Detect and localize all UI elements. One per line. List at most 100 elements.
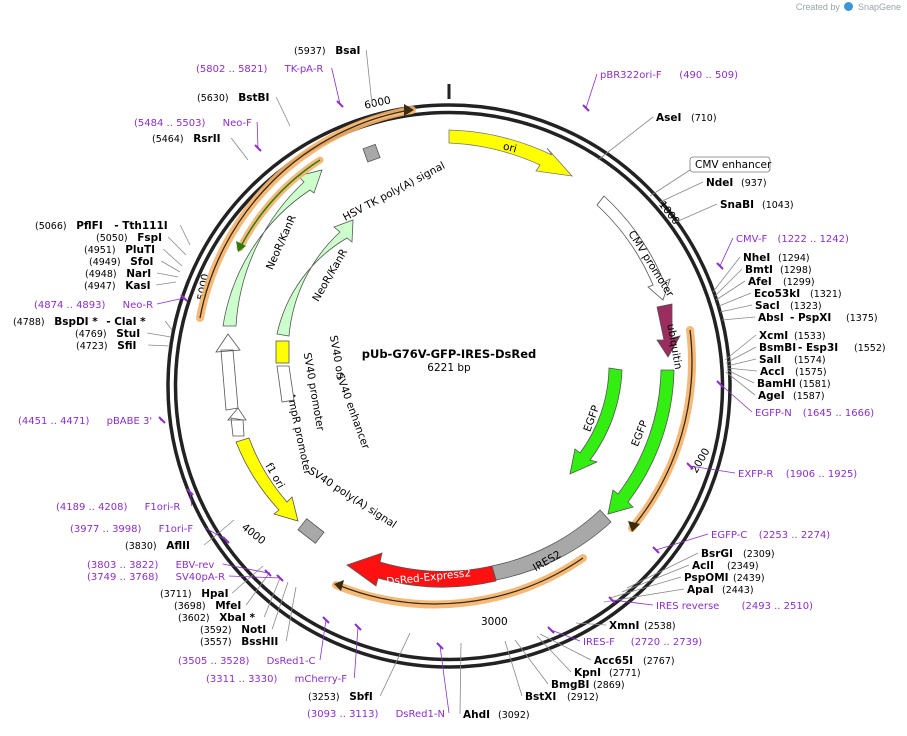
enzyme-site-eco53ki: Eco53kI(1321) [718, 288, 842, 307]
enzyme-name: AgeI [758, 390, 785, 402]
enzyme-name: NotI [241, 624, 266, 636]
primer-name: EGFP-C [711, 530, 747, 541]
feature-ubiquitin [656, 303, 681, 358]
primer-position: (3093 .. 3113) [307, 709, 379, 720]
enzyme-site-nari: (4948) NarI [85, 268, 179, 280]
enzyme-name: SfiI [117, 340, 136, 352]
enzyme-position: (5630) [197, 93, 229, 104]
enzyme-name: XmnI [609, 620, 639, 632]
highlight-right-line [631, 329, 693, 529]
enzyme-position: (1299) [783, 277, 815, 288]
highlight-arrow-top [404, 104, 414, 116]
primer-position: (5484 .. 5503) [134, 118, 206, 129]
enzyme-name: PluTI [125, 244, 155, 256]
enzyme-leader-line [275, 96, 291, 127]
highlight-top-left-line [199, 109, 411, 319]
primer-position: (5802 .. 5821) [196, 64, 268, 75]
enzyme-name: BmtI [745, 264, 773, 276]
enzyme-name-extra: - Tth111I [114, 220, 168, 232]
primer-neo-f: (5484 .. 5503)Neo-F [134, 118, 262, 152]
primer-mark [322, 616, 330, 624]
enzyme-site-xmni: XmnI(2538) [575, 620, 676, 632]
primer-sv40pa-r: (3749 .. 3768)SV40pA-R [87, 572, 284, 583]
enzyme-leader-line [379, 632, 411, 697]
enzyme-site-bsai: (5937)BsaI [294, 45, 373, 105]
enzyme-site-acci: AccI (1575) [726, 366, 827, 378]
enzyme-position: (4948) [85, 269, 117, 280]
primer-egfp-c: EGFP-C(2253 .. 2274) [652, 530, 830, 554]
enzyme-name: SacI [755, 300, 780, 312]
primer-mark [582, 104, 590, 112]
primer-position: (1645 .. 1666) [803, 408, 875, 419]
primer-name: EGFP-N [755, 408, 792, 419]
cmv-enhancer-label: CMV enhancer [695, 159, 772, 171]
feature-hsv-tk-polya-label: HSV TK poly(A) signal [341, 160, 447, 224]
enzyme-leader-line [626, 552, 699, 589]
enzyme-name: AfeI [748, 276, 772, 288]
enzyme-name: NarI [126, 268, 151, 280]
enzyme-position: (4769) [75, 329, 107, 340]
enzyme-leader-line [724, 334, 757, 361]
primer-mark [180, 294, 188, 302]
primer-leader-line [550, 629, 581, 642]
enzyme-site-acc65i: Acc65I(2767) [539, 633, 675, 667]
feature-sv40-promoter [215, 333, 241, 411]
enzyme-site-acli: AclI(2349) [621, 560, 759, 593]
primer-position: (3977 .. 3998) [70, 524, 142, 535]
watermark-prefix: Created by [795, 2, 840, 12]
feature-egfp-outer [607, 369, 675, 515]
enzyme-position: (3711) [160, 589, 192, 600]
enzyme-site-rsrii: (5464)RsrII [152, 133, 249, 161]
enzyme-position: (2912) [567, 692, 599, 703]
enzyme-name: SfoI [130, 256, 153, 268]
enzyme-position: (2439) [733, 573, 765, 584]
enzyme-leader-line [726, 358, 757, 367]
enzyme-position: (4723) [76, 341, 108, 352]
enzyme-leader-line [365, 49, 373, 105]
backbone-outer [166, 103, 732, 669]
enzyme-position: (2767) [643, 656, 675, 667]
primer-position: (4451 .. 4471) [18, 416, 90, 427]
enzyme-position: (710) [691, 113, 717, 124]
primer-leader-line [222, 563, 269, 574]
primer-mark [264, 569, 272, 577]
enzyme-name-extra: - Esp3I [798, 342, 838, 354]
primer-name: IRES reverse [656, 601, 719, 612]
enzyme-name: SalI [759, 354, 781, 366]
highlight-bottom-line [337, 557, 584, 605]
enzyme-leader-line [725, 346, 757, 364]
feature-ori [448, 129, 574, 177]
enzyme-position: (1375) [846, 313, 878, 324]
enzyme-site-bsrgi: BsrGI(2309) [626, 548, 775, 589]
enzyme-name-extra: - PspXI [790, 312, 831, 324]
enzyme-site-sfoi: (4949) SfoI [89, 256, 181, 273]
cmv-enhancer-leader-line [649, 169, 691, 197]
enzyme-name: KasI [125, 280, 150, 292]
enzyme-name: PspOMI [684, 572, 729, 584]
cmv-enhancer-box [689, 156, 771, 173]
enzyme-site-apai: ApaI(2443) [603, 584, 754, 603]
primer-ires-reverse: IRES reverse(2493 .. 2510) [608, 596, 813, 612]
enzyme-position: (5050) [96, 233, 128, 244]
highlight-arrow-right [628, 521, 640, 532]
enzyme-position: (1575) [795, 367, 827, 378]
enzyme-name: NheI [743, 252, 770, 264]
plasmid-length: 6221 bp [427, 362, 471, 374]
enzyme-position: (4949) [89, 257, 121, 268]
enzyme-name: SbfI [349, 691, 373, 703]
enzyme-leader-line [162, 248, 183, 267]
primer-position: (1906 .. 1925) [786, 469, 858, 480]
enzyme-leader-line [167, 236, 187, 256]
enzyme-name: AccI [760, 366, 784, 378]
enzyme-site-bstxi: BstXI(2912) [504, 640, 599, 703]
feature-egfp-inner [569, 367, 623, 475]
enzyme-position: (3698) [174, 601, 206, 612]
primer-name: Neo-R [123, 300, 154, 311]
enzyme-position: (2309) [743, 549, 775, 560]
snapgene-watermark: Created by SnapGene [796, 2, 901, 12]
primer-f1ori-r: (4189 .. 4208)F1ori-R [56, 488, 194, 513]
enzyme-leader-line [725, 371, 756, 396]
enzyme-position: (1294) [778, 253, 810, 264]
